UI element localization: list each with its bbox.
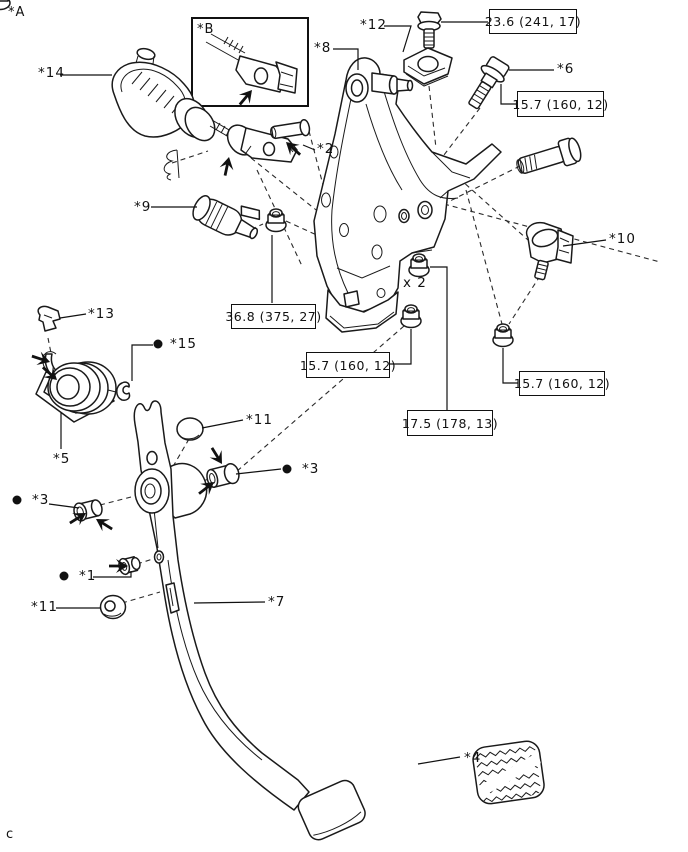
flange-nut-157b bbox=[492, 323, 514, 348]
bullet-markers bbox=[12, 339, 292, 581]
callout-12: *12 bbox=[360, 17, 387, 33]
callout-5: *5 bbox=[53, 451, 71, 467]
callout-7: *7 bbox=[268, 594, 286, 610]
spring-clip-lower bbox=[116, 381, 131, 401]
flange-nut-36 bbox=[265, 208, 287, 233]
pedal-grommet bbox=[99, 594, 127, 620]
torque-spec-box-1: 23.6 (241, 17) bbox=[485, 9, 581, 34]
bullet-1 bbox=[59, 571, 69, 581]
clevis-pin bbox=[270, 118, 311, 140]
cable-clevis-inset bbox=[205, 33, 298, 106]
bullet-15 bbox=[153, 339, 163, 349]
pedal-pad bbox=[468, 740, 549, 805]
clutch-master-cylinder bbox=[111, 47, 298, 163]
callout-4: *4 bbox=[464, 750, 482, 766]
torque-spec-box-6: 17.5 (178, 13) bbox=[402, 410, 498, 436]
callout-13: *13 bbox=[88, 306, 115, 322]
callout-9: *9 bbox=[134, 199, 152, 215]
bullet-3-left bbox=[12, 495, 22, 505]
mount-bolt bbox=[417, 11, 442, 49]
adjust-bolt bbox=[468, 56, 510, 110]
callout-1: *1 bbox=[79, 568, 97, 584]
footer-label: c bbox=[6, 827, 15, 842]
callout-6: *6 bbox=[557, 61, 575, 77]
pedal-cap bbox=[176, 417, 204, 441]
callout-2: *2 bbox=[317, 141, 335, 157]
inset-label: *B bbox=[197, 22, 215, 37]
spring-clip-upper bbox=[37, 305, 61, 332]
view-label: *A bbox=[8, 5, 26, 20]
flange-nut-157a bbox=[400, 304, 422, 329]
torque-spec-box-5: 15.7 (160, 12) bbox=[514, 371, 610, 396]
bullet-3-right bbox=[282, 464, 292, 474]
leader-lines bbox=[48, 21, 607, 765]
cotter-clip bbox=[163, 149, 180, 181]
callout-14: *14 bbox=[38, 65, 65, 81]
inset-detail-box bbox=[191, 17, 309, 107]
clutch-pedal-arm bbox=[133, 400, 310, 811]
pedal-foot-plate bbox=[297, 779, 366, 841]
torque-spec-box-2: 15.7 (160, 12) bbox=[512, 91, 608, 117]
pedal-support-bracket bbox=[313, 57, 502, 333]
pivot-bolt bbox=[516, 137, 582, 174]
callout-15: *15 bbox=[170, 336, 197, 352]
pivot-bushing-right bbox=[206, 462, 240, 488]
torque-spec-box-3: 36.8 (375, 27) bbox=[225, 304, 321, 329]
flange-nut-x2 bbox=[408, 253, 430, 278]
callout-11-bottom: *11 bbox=[31, 599, 58, 615]
callout-10: *10 bbox=[609, 231, 636, 247]
clutch-switch bbox=[192, 195, 261, 240]
callout-3-right: *3 bbox=[302, 461, 320, 477]
flange-nut-master bbox=[0, 0, 11, 11]
callout-3-left: *3 bbox=[32, 492, 50, 508]
quantity-note: x 2 bbox=[403, 275, 427, 291]
torque-spec-box-4: 15.7 (160, 12) bbox=[300, 352, 396, 378]
callout-11-top: *11 bbox=[246, 412, 273, 428]
callout-8: *8 bbox=[314, 40, 332, 56]
spacer-clamp-plate bbox=[403, 47, 453, 87]
pedal-stopper bbox=[525, 221, 574, 281]
